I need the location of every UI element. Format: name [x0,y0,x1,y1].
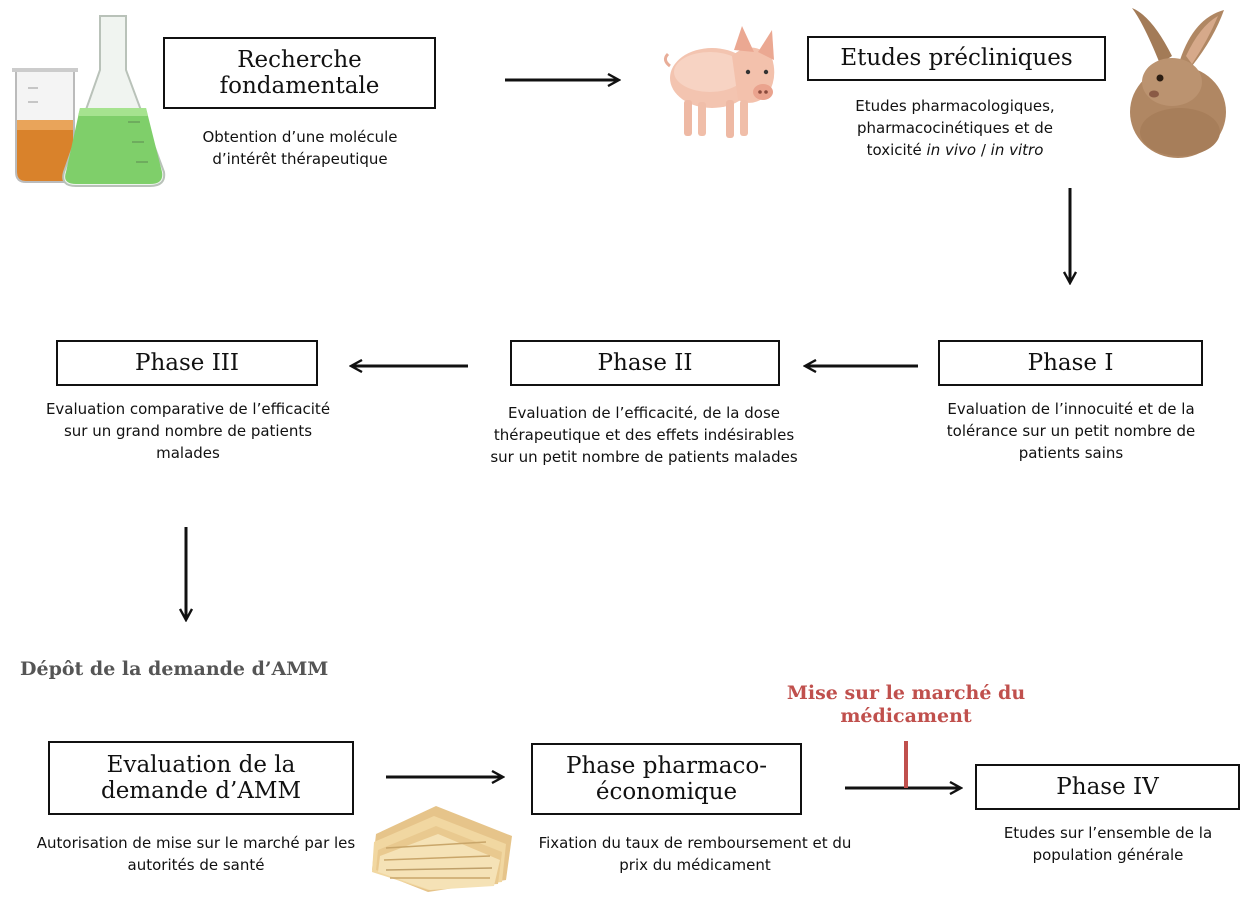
phase-3-label: Phase III [135,349,239,376]
phase-2-box: Phase II [510,340,780,386]
in-vivo-text: in vivo [926,140,977,159]
phase-2-description: Evaluation de l’efficacité, de la dose t… [490,404,798,466]
pharmaco-economique-box: Phase pharmaco-économique [531,743,802,815]
phase-4-description: Etudes sur l’ensemble de la population g… [1003,824,1213,864]
phase-3-description: Evaluation comparative de l’efficacité s… [45,400,331,462]
pharmaco-economique-description: Fixation du taux de remboursement et du … [538,834,852,874]
phase-4-box: Phase IV [975,764,1240,810]
evaluation-amm-box: Evaluation de la demande d’AMM [48,741,354,815]
phase-1-box: Phase I [938,340,1203,386]
phase-1-label: Phase I [1027,349,1114,376]
pharmaco-economique-label: Phase pharmaco-économique [566,752,767,805]
pig-icon [663,26,775,138]
phase-1-description: Evaluation de l’innocuité et de la tolér… [946,400,1196,462]
recherche-fondamentale-box: Recherche fondamentale [163,37,436,109]
folders-icon [372,806,512,892]
phase-2-label: Phase II [597,349,693,376]
mise-sur-le-marche-label: Mise sur le marché du médicament [786,682,1026,727]
recherche-fondamentale-label: Recherche fondamentale [219,46,380,99]
evaluation-amm-description: Autorisation de mise sur le marché par l… [36,834,356,874]
phase-3-box: Phase III [56,340,318,386]
lab-flasks-icon [12,15,166,187]
recherche-fondamentale-description: Obtention d’une molécule d’intérêt théra… [202,128,398,168]
etudes-precliniques-description: Etudes pharmacologiques, pharmacocinétiq… [832,96,1078,161]
phase-4-label: Phase IV [1056,773,1159,800]
etudes-precliniques-label: Etudes précliniques [840,45,1073,72]
rabbit-icon [1130,8,1226,158]
evaluation-amm-label: Evaluation de la demande d’AMM [100,751,302,804]
depot-amm-heading: Dépôt de la demande d’AMM [20,658,329,680]
etudes-precliniques-box: Etudes précliniques [807,36,1106,81]
in-vitro-text: in vitro [990,140,1044,159]
slash-text: / [976,140,991,159]
precliniques-desc-text: Etudes pharmacologiques, pharmacocinétiq… [855,97,1055,159]
